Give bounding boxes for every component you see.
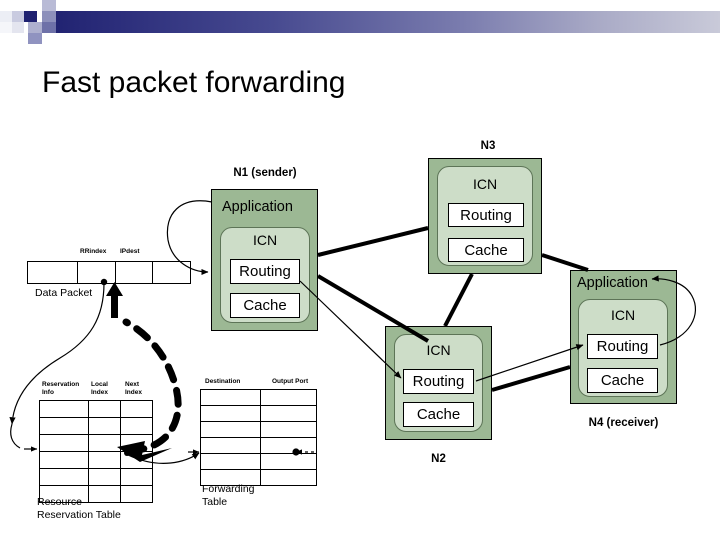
fwd-cell [260, 389, 317, 406]
node-label-n2: N2 [431, 453, 446, 465]
header-square-9 [28, 22, 42, 33]
rr-cell [88, 468, 121, 486]
dashed-flow-arrow [122, 318, 182, 455]
fwd-cell [260, 421, 317, 438]
rr-cell [88, 451, 121, 469]
dot-forwarding-entry [292, 448, 300, 456]
arrow-n2routing-to-n4routing [475, 344, 584, 382]
table-row [39, 417, 153, 435]
header-square-13 [0, 22, 12, 33]
table-row [200, 389, 317, 406]
cache-box-n3[interactable]: Cache [448, 238, 524, 262]
routing-box-n1[interactable]: Routing [230, 259, 300, 284]
table-row [200, 405, 317, 422]
fwd-table-header-output-port: Output Port [272, 378, 309, 385]
icn-label-n4: ICN [610, 307, 636, 323]
data-packet-caption: Data Packet [35, 287, 93, 299]
arrow-app-to-routing-n1 [166, 200, 213, 276]
dashed-arrow-head [117, 441, 172, 462]
header-gradient-bar [42, 11, 720, 33]
fwd-cell [260, 437, 317, 454]
data-packet-header-ipdest: IPdest [120, 248, 140, 255]
rr-cell [120, 485, 153, 503]
arrow-datapacket-to-reservation-table [9, 282, 105, 425]
bold-arrow-into-data-packet [106, 282, 123, 318]
link-n3-n4 [541, 253, 589, 272]
fwd-cell [260, 405, 317, 422]
rr-cell [39, 451, 89, 469]
icn-label-n3: ICN [472, 176, 498, 192]
header-square-7 [42, 0, 56, 11]
application-label-n1: Application [222, 199, 293, 215]
data-packet-table [26, 261, 191, 284]
routing-box-n4[interactable]: Routing [587, 334, 658, 359]
link-n2-n4 [491, 365, 571, 392]
page-title: Fast packet forwarding [42, 66, 346, 99]
rr-cell [88, 434, 121, 452]
table-row [200, 437, 317, 454]
link-n1-n3 [317, 226, 429, 257]
forwarding-table [200, 389, 317, 486]
fwd-cell [200, 469, 261, 486]
dot-data-packet [100, 278, 108, 286]
forwarding-table-caption: Forwarding Table [202, 483, 255, 508]
link-n3-n2 [443, 273, 474, 327]
data-packet-cell-3 [152, 261, 191, 284]
header-square-3 [12, 22, 24, 33]
data-packet-cell-0 [26, 261, 79, 284]
rr-cell [39, 485, 89, 503]
fwd-cell [200, 453, 261, 470]
data-packet-header-rrindex: RRindex [80, 248, 107, 255]
node-label-n3: N3 [480, 140, 496, 152]
data-packet-cell-2 [115, 261, 154, 284]
node-label-n1: N1 (sender) [233, 167, 297, 179]
line-n1routing-tail [188, 286, 300, 300]
application-label-n4: Application [577, 275, 648, 291]
fwd-cell [200, 389, 261, 406]
header-square-10 [28, 33, 42, 44]
icn-label-n1: ICN [252, 232, 278, 248]
reservation-table-caption: Resource Reservation Table [37, 496, 121, 521]
cache-box-n2[interactable]: Cache [403, 402, 474, 427]
cache-box-n4[interactable]: Cache [587, 368, 658, 393]
header-square-12 [0, 11, 12, 22]
table-row [200, 453, 317, 470]
arrow-n4routing-to-application [651, 275, 697, 346]
data-packet-cell-1 [77, 261, 117, 284]
reservation-table [39, 400, 153, 503]
table-row [200, 469, 317, 486]
fwd-table-header-destination: Destination [205, 378, 241, 385]
curve-left-into-reservation [10, 423, 21, 449]
cache-box-n1[interactable]: Cache [230, 293, 300, 318]
fwd-cell [260, 453, 317, 470]
icn-label-n2: ICN [426, 342, 451, 358]
header-square-11 [42, 22, 56, 33]
rr-cell [120, 417, 153, 435]
routing-box-n3[interactable]: Routing [448, 203, 524, 227]
rr-table-header-local-index: Local Index [91, 381, 108, 396]
rr-table-header-next-index: Next Index [125, 381, 142, 396]
link-n1-n2 [316, 274, 430, 343]
arrow-n1routing-to-n2routing [299, 280, 402, 379]
fwd-cell [200, 437, 261, 454]
header-square-2 [24, 0, 35, 11]
header-square-navy [24, 11, 37, 22]
node-label-n4: N4 (receiver) [588, 417, 659, 429]
header-square-1 [12, 11, 24, 22]
rr-cell [88, 485, 121, 503]
arrow-n1routing-to-forwarding-table [236, 284, 300, 438]
rr-table-header-reservation-info: Reservation Info [42, 381, 80, 396]
fwd-cell [200, 421, 261, 438]
fwd-cell [200, 405, 261, 422]
routing-box-n2[interactable]: Routing [403, 369, 474, 394]
table-row [39, 485, 153, 503]
table-row [200, 421, 317, 438]
header-square-8 [42, 11, 56, 22]
fwd-cell [260, 469, 317, 486]
table-row [26, 261, 191, 284]
